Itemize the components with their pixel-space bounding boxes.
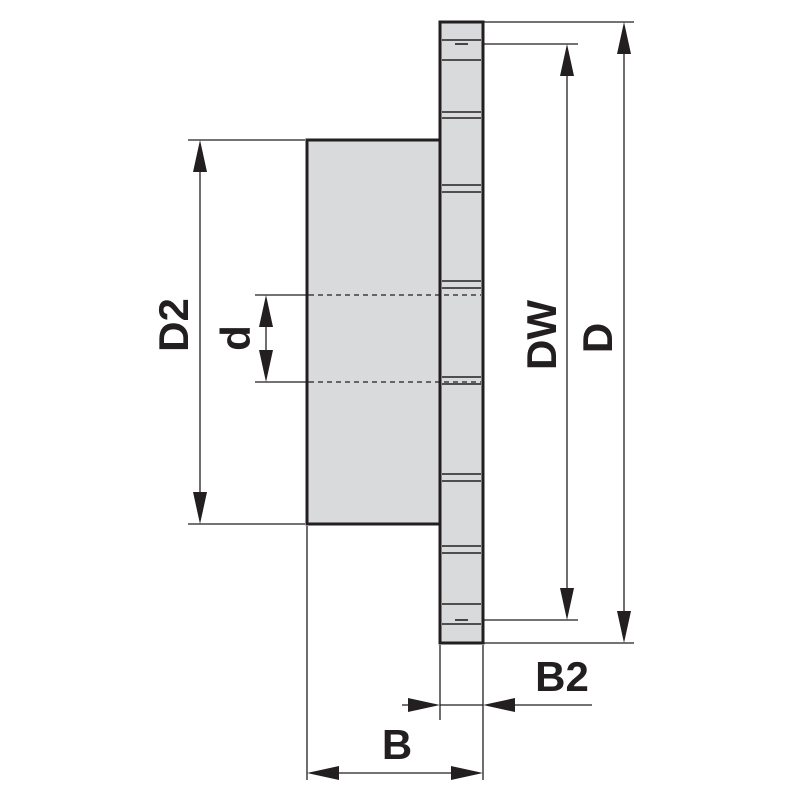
tooth-lines <box>442 39 481 625</box>
dimension-b <box>307 766 483 780</box>
label-outer-d: D <box>574 323 621 353</box>
dimension-outer-d <box>617 22 631 643</box>
dimension-b2 <box>402 698 592 712</box>
dimension-dw <box>560 44 574 620</box>
dimension-bore-d <box>259 295 273 382</box>
pitch-marks <box>455 43 468 621</box>
sprocket-plate <box>438 20 485 645</box>
hub-body <box>305 138 442 526</box>
label-b2: B2 <box>535 653 589 700</box>
label-d2: D2 <box>150 298 197 352</box>
label-dw: DW <box>518 300 565 370</box>
label-b: B <box>382 721 412 768</box>
extension-lines <box>188 21 634 780</box>
label-bore-d: d <box>212 325 259 351</box>
dimension-d2 <box>193 140 207 524</box>
